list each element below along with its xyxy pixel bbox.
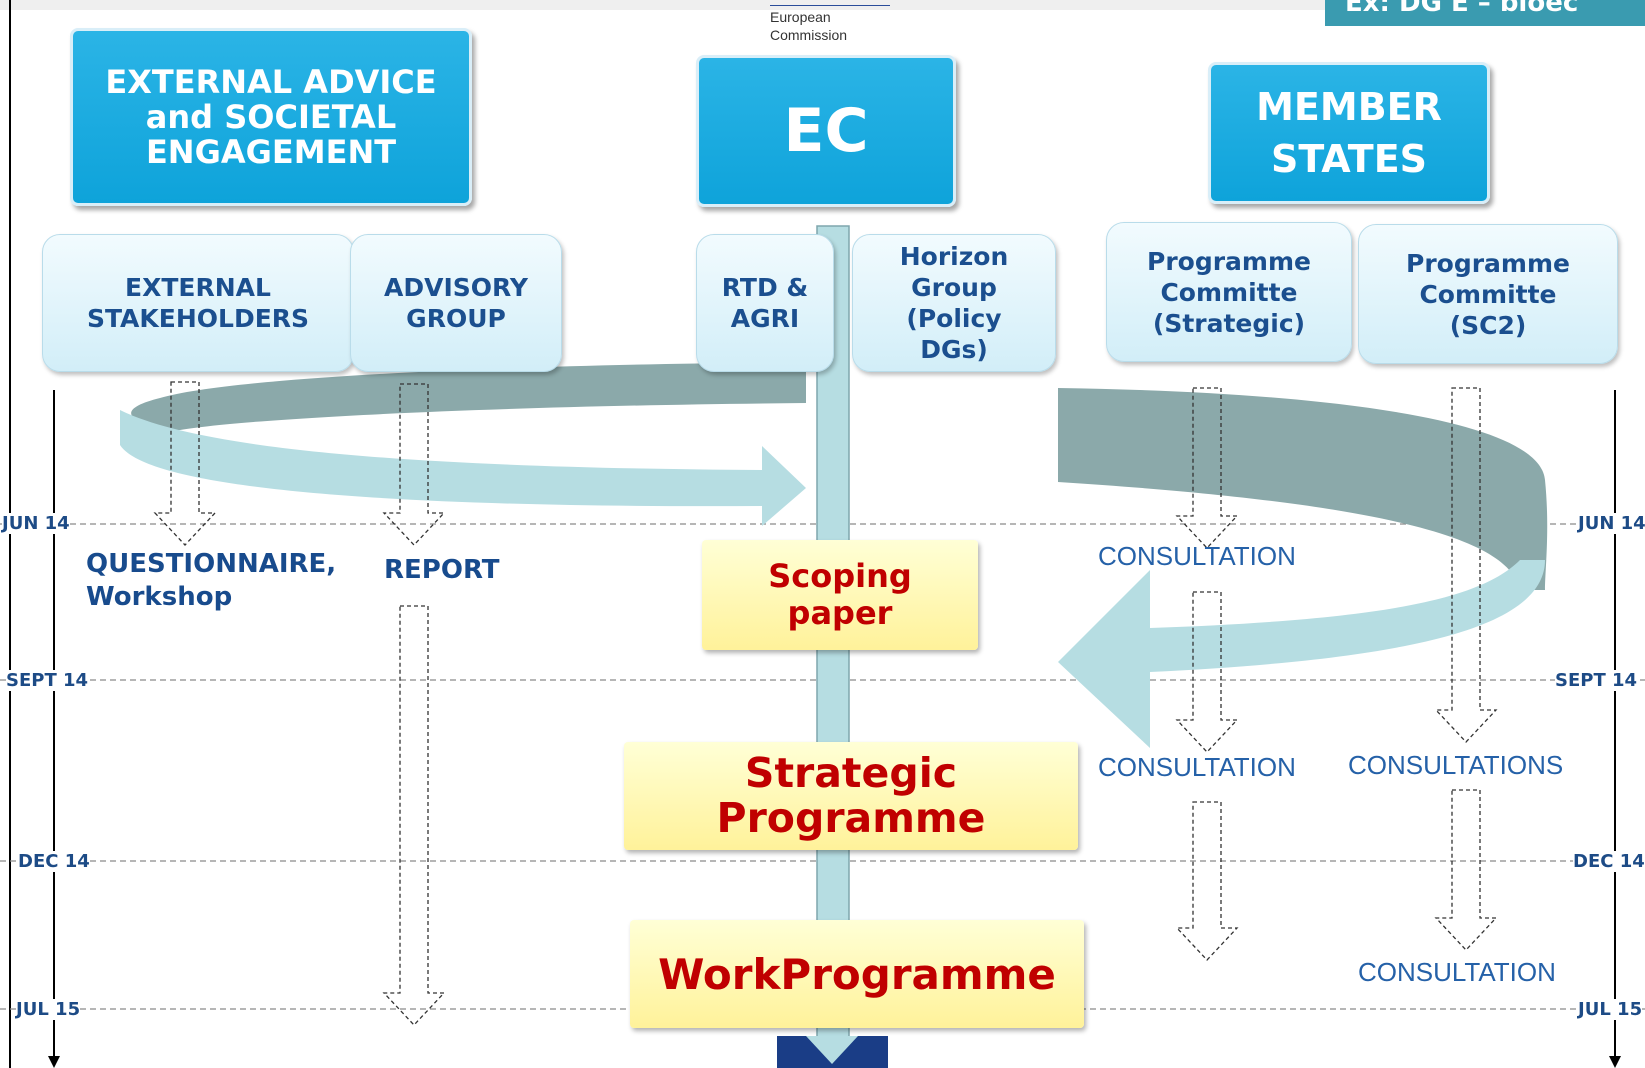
arrow-ms-strategic-1 — [1175, 387, 1239, 549]
arrow-advisory — [382, 383, 446, 546]
ec-logo-line2: Commission — [770, 27, 848, 43]
consultation-sc2: CONSULTATION — [1358, 957, 1556, 987]
timeline-left-jul15: JUL 15 — [16, 999, 81, 1020]
group-programme-committee-sc2: Programme Committe (SC2) — [1358, 224, 1618, 364]
group-advisory: ADVISORY GROUP — [350, 234, 562, 372]
header-member-states: MEMBER STATES — [1208, 62, 1490, 204]
consultation-strategic-1: CONSULTATION — [1098, 541, 1296, 571]
timeline-left-jun14: JUN 14 — [2, 513, 70, 534]
corner-banner-text: Ex: DG E – bioec — [1345, 0, 1579, 18]
output-strategic-programme: Strategic Programme — [624, 742, 1078, 850]
group-programme-committee-sc2-label: Programme Committe (SC2) — [1406, 248, 1570, 340]
timeline-right-dec14: DEC 14 — [1573, 851, 1645, 872]
header-external-advice-label: EXTERNAL ADVICE and SOCIETAL ENGAGEMENT — [105, 62, 437, 171]
right-dark-swirl — [1058, 388, 1548, 590]
group-horizon: Horizon Group (Policy DGs) — [852, 234, 1056, 372]
output-questionnaire: QUESTIONNAIRE, Workshop — [86, 549, 337, 612]
output-strategic-programme-label: Strategic Programme — [716, 749, 986, 842]
header-member-states-label: MEMBER STATES — [1256, 85, 1442, 181]
ec-logo-divider — [770, 5, 890, 6]
group-external-stakeholders-label: EXTERNAL STAKEHOLDERS — [86, 273, 310, 333]
right-light-arrow — [1058, 560, 1545, 748]
group-programme-committee-strategic-label: Programme Committe (Strategic) — [1147, 246, 1311, 338]
timeline-axis-left — [48, 390, 60, 1068]
output-work-programme: WorkProgramme — [630, 920, 1084, 1028]
arrow-ms-strategic-3 — [1175, 801, 1239, 961]
arrow-ms-strategic-2 — [1175, 591, 1239, 753]
arrow-ms-sc2-1 — [1434, 387, 1498, 743]
ec-logo: European Commission — [770, 5, 890, 44]
corner-banner: Ex: DG E – bioec — [1325, 0, 1645, 26]
header-external-advice: EXTERNAL ADVICE and SOCIETAL ENGAGEMENT — [70, 28, 472, 206]
arrow-ms-sc2-2 — [1434, 789, 1498, 951]
timeline-right-sept14: SEPT 14 — [1555, 670, 1638, 691]
dashed-down-arrows — [153, 381, 1498, 1026]
group-advisory-label: ADVISORY GROUP — [384, 273, 528, 333]
consultations-sc2: CONSULTATIONS — [1348, 750, 1564, 780]
output-report: REPORT — [384, 555, 500, 585]
left-light-arrow — [120, 410, 806, 526]
timeline-left-dec14: DEC 14 — [18, 851, 90, 872]
arrow-stakeholders — [153, 381, 217, 546]
timeline-left-sept14: SEPT 14 — [6, 670, 89, 691]
output-work-programme-label: WorkProgramme — [658, 949, 1056, 999]
output-scoping-paper-label: Scoping paper — [768, 557, 912, 632]
ec-bar-arrowhead — [806, 1036, 858, 1064]
header-ec: EC — [696, 55, 956, 207]
timeline-right-jul15: JUL 15 — [1578, 999, 1643, 1020]
group-rtd-agri: RTD & AGRI — [696, 234, 834, 372]
group-horizon-label: Horizon Group (Policy DGs) — [899, 242, 1009, 364]
arrow-report-long — [382, 605, 446, 1026]
group-external-stakeholders: EXTERNAL STAKEHOLDERS — [42, 234, 354, 372]
group-rtd-agri-label: RTD & AGRI — [721, 273, 809, 333]
consultation-strategic-2: CONSULTATION — [1098, 752, 1296, 782]
output-scoping-paper: Scoping paper — [702, 540, 978, 650]
timeline-axis-right — [1609, 390, 1621, 1068]
header-ec-label: EC — [783, 96, 869, 166]
timeline-right-jun14: JUN 14 — [1578, 513, 1645, 534]
left-dark-swirl — [131, 362, 806, 432]
ec-logo-line1: European — [770, 9, 831, 25]
group-programme-committee-strategic: Programme Committe (Strategic) — [1106, 222, 1352, 362]
